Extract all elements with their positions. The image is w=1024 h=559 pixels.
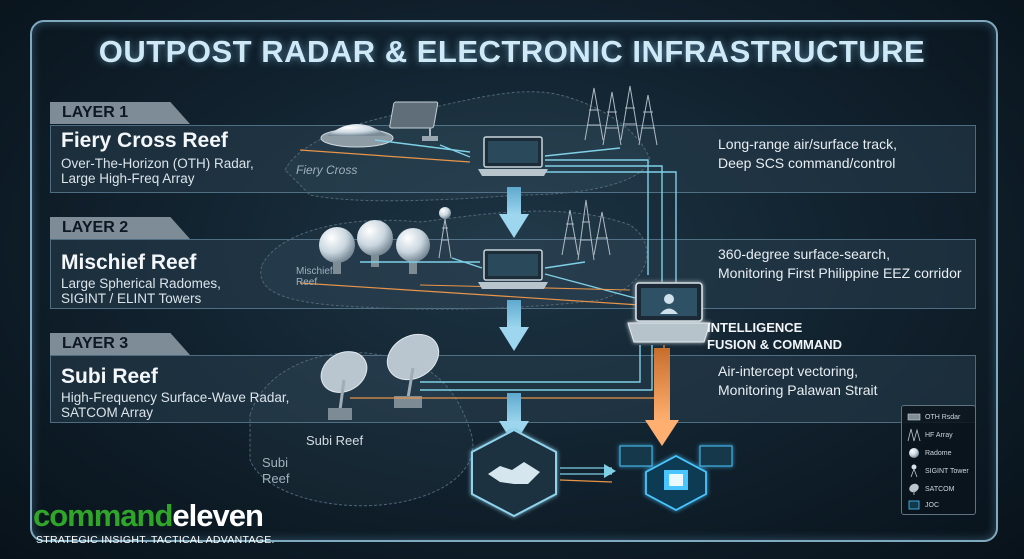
hf-array-icon — [907, 428, 921, 442]
legend-item-satcom: SATCOM — [906, 482, 954, 496]
flow-l1-down-c — [545, 171, 677, 288]
layer-2-terminal-icon — [478, 249, 548, 289]
layer-1-reef-name: Fiery Cross Reef — [61, 129, 228, 152]
layer-2-systems: Large Spherical Radomes, SIGINT / ELINT … — [61, 276, 221, 306]
flow-l2-orange — [299, 282, 641, 306]
legend-item-hf-array: HF Array — [906, 428, 953, 442]
legend-item-sigint: SIGINT Tower — [906, 464, 969, 478]
layer-2-role: 360-degree surface-search, Monitoring Fi… — [718, 246, 962, 281]
outer-frame — [30, 20, 998, 542]
flow-l1-array — [544, 147, 621, 157]
brand-part-2: eleven — [172, 498, 264, 533]
legend-item-oth-radar: OTH Rsdar — [906, 410, 960, 424]
layer-1-tag: LAYER 1 — [50, 102, 190, 124]
brand-slogan: STRATEGIC INSIGHT. TACTICAL ADVANTAGE. — [36, 534, 275, 546]
flow-handshake-to-joc — [560, 467, 612, 475]
sigint-tower-icon — [910, 464, 918, 478]
satcom-dish-icon-1 — [320, 351, 368, 420]
flow-l3-a — [420, 345, 641, 383]
flow-orange-to-joc — [559, 479, 613, 483]
flow-l1-orange — [299, 149, 471, 163]
layer-1-systems: Over-The-Horizon (OTH) Radar, Large High… — [61, 156, 254, 186]
flow-l1-down-b — [545, 165, 663, 282]
joc-hub-icon — [619, 445, 733, 512]
satcom-panel-icon — [389, 101, 439, 141]
radome-icon — [909, 448, 919, 458]
oth-radar-dome-icon — [320, 124, 394, 148]
flow-l2-array — [544, 261, 586, 269]
layer-3-role: Air-intercept vectoring, Monitoring Pala… — [718, 363, 878, 398]
satcom-dish-icon-2 — [386, 333, 440, 408]
legend: OTH Rsdar HF Array Radome SIGINT Tower S… — [901, 405, 976, 515]
fiery-cross-map-label: Fiery Cross — [296, 163, 358, 177]
legend-item-radome: Radome — [906, 446, 951, 460]
layer-3-tag: LAYER 3 — [50, 333, 190, 355]
flow-l1-down-a — [545, 159, 649, 275]
satcom-icon — [909, 483, 919, 495]
down-arrow-1 — [499, 187, 529, 238]
layer-2-reef-name: Mischief Reef — [61, 251, 197, 274]
handshake-cooperation-icon — [471, 428, 557, 518]
hf-array-small-icon — [561, 199, 611, 261]
layer-3-systems: High-Frequency Surface-Wave Radar, SATCO… — [61, 390, 290, 420]
flow-l2-to-fusion — [544, 273, 636, 299]
legend-item-joc: JOC — [906, 498, 939, 512]
layer-1-terminal-icon — [478, 136, 548, 176]
joc-icon — [908, 500, 920, 510]
page-title: OUTPOST RADAR & ELECTRONIC INFRASTRUCTUR… — [98, 34, 926, 69]
spherical-radome-icons — [319, 220, 430, 274]
fusion-terminal-icon — [627, 282, 711, 343]
oth-radar-icon — [907, 413, 921, 421]
fusion-command-label: INTELLIGENCE FUSION & COMMAND — [707, 320, 843, 352]
subi-map-label: Subi Reef — [306, 433, 364, 448]
brand-logo: commandeleven — [33, 498, 264, 533]
subi-map-label-2: Subi Reef — [262, 455, 290, 486]
layer-1-role: Long-range air/surface track, Deep SCS c… — [718, 136, 897, 171]
fusion-down-arrow — [645, 348, 679, 446]
sigint-tower-icon — [438, 207, 452, 259]
flow-l1-panel — [439, 144, 471, 158]
brand-part-1: command — [33, 498, 173, 533]
flow-l3-b — [420, 345, 653, 391]
hf-array-icon — [584, 85, 658, 146]
down-arrow-2 — [499, 300, 529, 351]
layer-2-tag: LAYER 2 — [50, 217, 190, 239]
subi-island-outline — [249, 352, 474, 507]
flow-l2-tower — [451, 257, 483, 269]
mischief-map-label: Mischief Reef — [296, 266, 333, 288]
layer-3-reef-name: Subi Reef — [61, 365, 158, 388]
